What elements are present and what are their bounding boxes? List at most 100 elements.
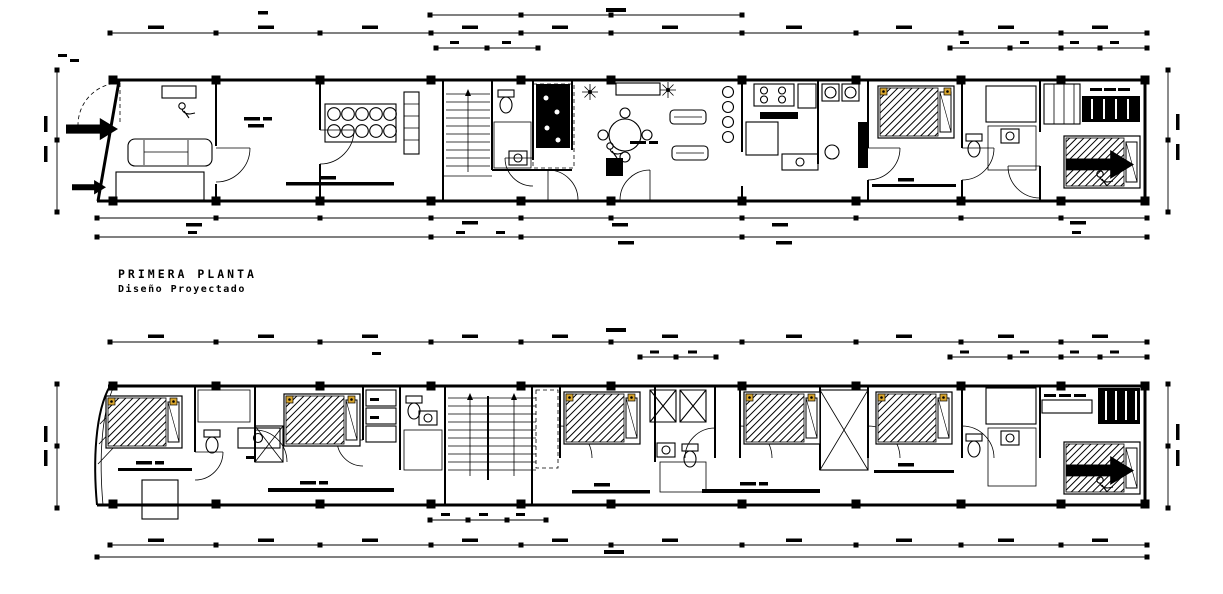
dim-text-marks (148, 538, 1108, 542)
wardrobe-doors (1053, 84, 1075, 124)
dim-left (44, 381, 60, 511)
person-icon (178, 102, 196, 119)
bedroom-d (702, 391, 821, 493)
boiler (824, 144, 840, 160)
dim-ticks (54, 67, 60, 215)
toilet-icon (681, 443, 699, 468)
closet-x-boxes (649, 389, 707, 423)
dim-top-main (107, 328, 1150, 345)
void-shaft (819, 389, 869, 471)
lamp-icon (807, 393, 816, 402)
label-marks (1090, 88, 1130, 91)
wardrobe-x (254, 425, 284, 463)
dining-table (324, 103, 397, 143)
bedroom-right (1041, 388, 1141, 495)
toilet-icon (965, 133, 983, 158)
lamp-icon (169, 397, 178, 406)
dim-text-marks (186, 221, 1086, 227)
garage-room (66, 85, 272, 201)
dim-text-marks (148, 25, 1108, 29)
desk (161, 85, 197, 99)
living-dining-room (286, 91, 420, 186)
counter-fill (536, 84, 570, 148)
first-floor-plan (44, 8, 1180, 245)
plan-title: PRIMERA PLANTA (118, 267, 257, 281)
stairs-icon (491, 392, 537, 477)
dim-top-main (107, 25, 1150, 36)
lamp-icon (627, 393, 636, 402)
bathroom-2 (965, 85, 1037, 171)
sink-icon (656, 442, 676, 458)
lamp-icon (745, 393, 754, 402)
bed-icon (877, 85, 955, 139)
dim-text-marks (1176, 424, 1180, 466)
lamp-icon (347, 395, 356, 404)
sink-icon (1000, 430, 1020, 446)
dim-right (1165, 381, 1180, 511)
dim-ticks (1165, 67, 1171, 215)
room-label-bar (268, 481, 394, 492)
fridge (797, 83, 817, 109)
dim-bottom-1 (94, 215, 1150, 227)
closet-fill (1082, 96, 1140, 122)
bathroom-1 (493, 89, 532, 169)
counter-bar (760, 112, 798, 119)
sink-counter (781, 153, 819, 171)
exterior-walls (96, 78, 1147, 203)
cabinet-shelves (404, 103, 419, 141)
tile-floor (493, 121, 532, 169)
dim-ticks (1165, 381, 1171, 511)
sofa-icon (671, 145, 709, 161)
shower (985, 387, 1037, 425)
vanity (237, 427, 281, 449)
stove-icon (753, 83, 795, 107)
dim-top-stairs-sub (58, 41, 541, 62)
dim-text-marks (148, 334, 1108, 338)
bedroom-b (254, 393, 394, 492)
kitchen-sink (795, 157, 805, 167)
round-table-icon (597, 107, 653, 163)
washer-icon (841, 83, 860, 102)
counter-block (532, 83, 575, 169)
exterior-walls (97, 384, 1147, 507)
lamp-icon (877, 393, 886, 402)
tile-floor (987, 125, 1037, 171)
label-marks (630, 141, 658, 144)
closet-bath-c (649, 389, 707, 493)
corridor-label-bar (702, 482, 820, 493)
room-label-bar (118, 461, 192, 471)
dim-text-marks (58, 41, 511, 62)
lounge (581, 81, 735, 176)
shaft-outline (535, 389, 559, 469)
bedroom-1 (872, 85, 956, 187)
dim-bottom-2 (94, 550, 1150, 560)
lamp-icon (879, 87, 888, 96)
tile-floor (987, 427, 1037, 487)
desk (1041, 399, 1093, 414)
dim-ticks (947, 45, 1150, 51)
shower (985, 85, 1037, 123)
dim-right (1165, 67, 1180, 215)
bedroom-c (563, 391, 650, 494)
dim-bottom-1 (107, 538, 1150, 548)
lamp-icon (939, 393, 948, 402)
dim-stairs-sub (427, 513, 549, 523)
closet-slots (1091, 99, 1129, 119)
label-marks (370, 398, 379, 419)
staircase (447, 392, 537, 477)
room-label-bar (872, 178, 956, 187)
shaft-outline (819, 389, 869, 471)
shaft-x (819, 389, 869, 471)
plant-icon (581, 83, 599, 101)
dim-text-marks (960, 41, 1119, 44)
bedroom-right (1043, 83, 1141, 189)
tile-floor (403, 429, 443, 471)
laundry (821, 83, 868, 168)
lamp-icon (107, 397, 116, 406)
dim-text-marks (606, 328, 626, 332)
sink-icon (1000, 128, 1020, 144)
sink-icon (252, 432, 264, 444)
stairs-icon (447, 392, 493, 477)
second-floor-plan (44, 328, 1180, 560)
sofa-icon (669, 109, 707, 125)
